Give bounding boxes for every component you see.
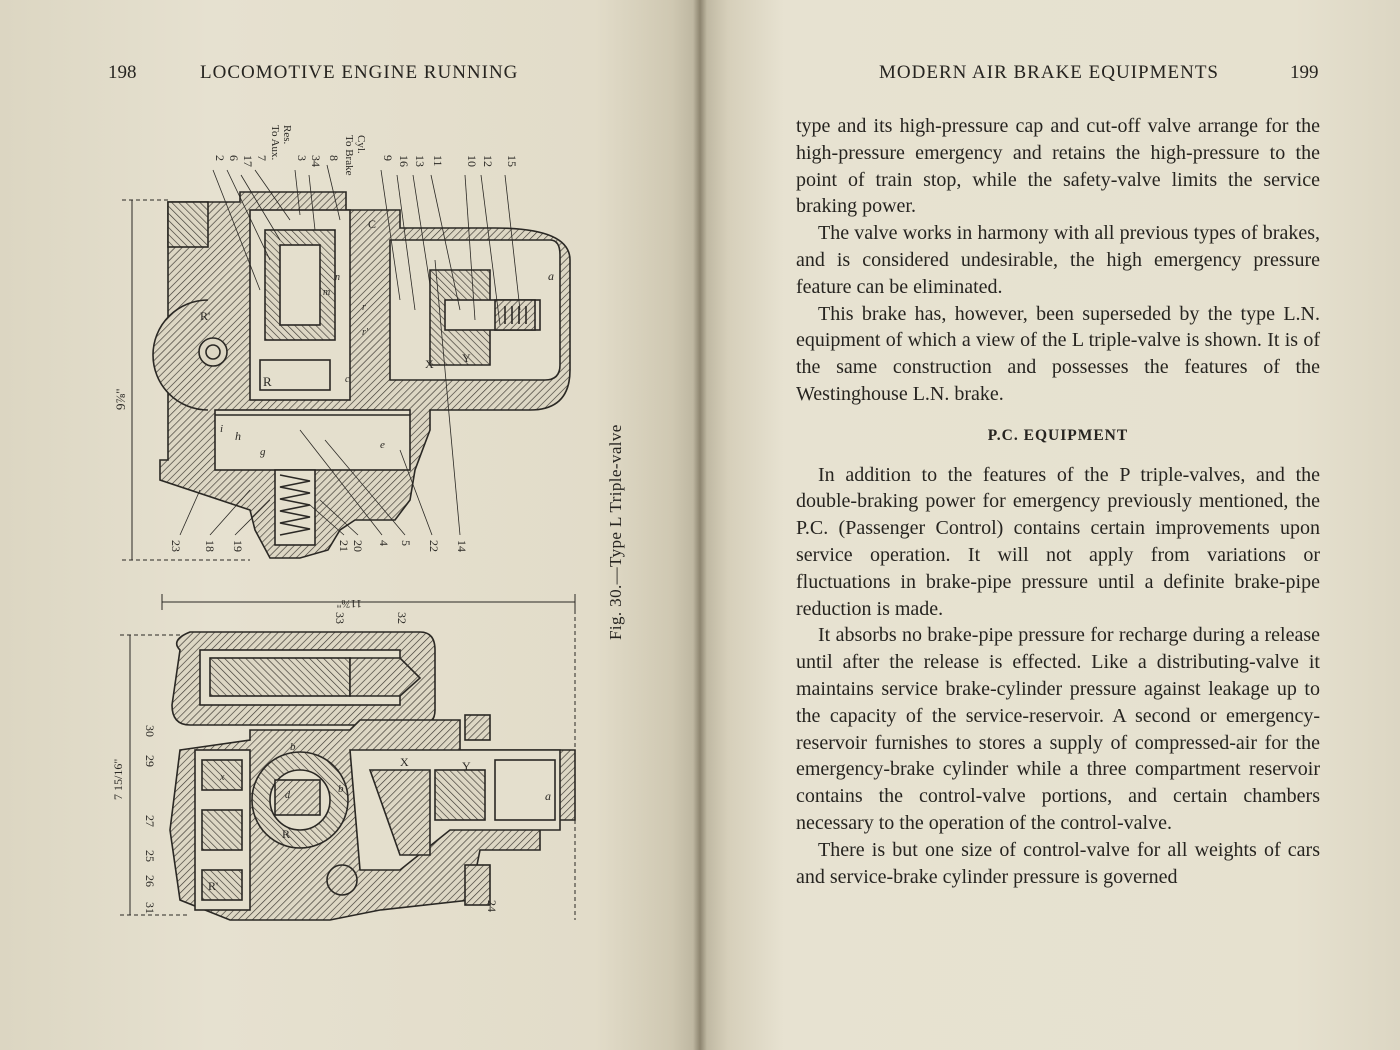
upper-top-labels: 2 6 17 7 To Aux. Res. 3 34 8 To Brake Cy… bbox=[213, 125, 519, 176]
right-page bbox=[700, 0, 1400, 1050]
svg-text:R: R bbox=[282, 827, 290, 841]
svg-text:a: a bbox=[548, 269, 554, 283]
section-heading: P.C. EQUIPMENT bbox=[987, 426, 1129, 444]
dimension-height-upper: 9⅞" bbox=[113, 388, 128, 410]
svg-text:Res.: Res. bbox=[281, 125, 293, 145]
svg-text:c: c bbox=[345, 374, 350, 385]
triple-valve-drawing: R h i g e X Y a C R' m n c r r' bbox=[111, 125, 576, 921]
svg-text:n: n bbox=[335, 272, 340, 283]
right-page-body: type and its high-pressure cap and cut-o… bbox=[796, 113, 1320, 890]
svg-text:30: 30 bbox=[143, 725, 157, 737]
dimension-height-lower: 7 15/16" bbox=[111, 759, 125, 800]
svg-text:3: 3 bbox=[295, 155, 309, 161]
svg-text:9: 9 bbox=[381, 155, 395, 161]
svg-text:2: 2 bbox=[213, 155, 227, 161]
svg-text:To Brake: To Brake bbox=[343, 135, 355, 176]
svg-text:b: b bbox=[338, 783, 344, 795]
svg-text:C: C bbox=[368, 217, 376, 231]
svg-text:i: i bbox=[220, 423, 223, 435]
svg-text:15: 15 bbox=[505, 155, 519, 167]
paragraph: It absorbs no brake-pipe pressure for re… bbox=[796, 624, 1320, 834]
paragraph: The valve works in harmony with all prev… bbox=[796, 222, 1320, 298]
running-head-right: MODERN AIR BRAKE EQUIPMENTS bbox=[879, 62, 1219, 83]
svg-text:R: R bbox=[263, 374, 272, 389]
left-page: 198 LOCOMOTIVE ENGINE RUNNING bbox=[0, 0, 700, 1050]
svg-text:4: 4 bbox=[377, 540, 391, 546]
svg-text:25: 25 bbox=[143, 850, 157, 862]
svg-text:24: 24 bbox=[485, 900, 499, 912]
svg-text:17: 17 bbox=[241, 155, 255, 167]
svg-text:X: X bbox=[400, 755, 409, 769]
svg-text:b: b bbox=[290, 741, 296, 753]
svg-text:6: 6 bbox=[227, 155, 241, 161]
svg-text:R': R' bbox=[208, 879, 218, 893]
svg-text:34: 34 bbox=[309, 155, 323, 167]
page-number-left: 198 bbox=[108, 62, 137, 83]
svg-text:Y: Y bbox=[462, 351, 471, 365]
lower-section: R' x R b b d X Y a bbox=[120, 594, 576, 921]
svg-text:r': r' bbox=[362, 327, 369, 338]
svg-text:26: 26 bbox=[143, 875, 157, 887]
svg-text:Cyl.: Cyl. bbox=[355, 135, 367, 154]
svg-text:31: 31 bbox=[143, 902, 157, 914]
svg-text:18: 18 bbox=[203, 540, 217, 552]
svg-text:11: 11 bbox=[431, 155, 445, 167]
svg-text:r: r bbox=[362, 302, 366, 313]
paragraph: There is but one size of control-valve f… bbox=[796, 838, 1320, 888]
svg-text:8: 8 bbox=[327, 155, 341, 161]
running-head-left: LOCOMOTIVE ENGINE RUNNING bbox=[200, 62, 519, 83]
svg-text:a: a bbox=[545, 789, 551, 803]
svg-text:X: X bbox=[425, 357, 434, 371]
paragraph: This brake has, however, been superseded… bbox=[796, 302, 1320, 405]
svg-text:R': R' bbox=[200, 309, 210, 323]
book-gutter bbox=[693, 0, 707, 1050]
svg-text:d: d bbox=[285, 790, 291, 801]
svg-text:21: 21 bbox=[337, 540, 351, 552]
upper-bottom-labels: 23 18 19 21 20 4 5 22 14 bbox=[169, 540, 469, 552]
svg-text:20: 20 bbox=[351, 540, 365, 552]
upper-section: R h i g e X Y a C R' m n c r r' bbox=[122, 191, 571, 561]
svg-text:To Aux.: To Aux. bbox=[269, 125, 281, 161]
svg-text:g: g bbox=[260, 446, 266, 458]
page-number-right: 199 bbox=[1290, 62, 1319, 83]
svg-text:Y: Y bbox=[462, 759, 471, 773]
svg-text:5: 5 bbox=[399, 540, 413, 546]
paragraph: type and its high-pressure cap and cut-o… bbox=[796, 115, 1320, 218]
dimension-width-lower: 11⅞" bbox=[336, 597, 362, 611]
svg-text:27: 27 bbox=[143, 815, 157, 827]
svg-text:22: 22 bbox=[427, 540, 441, 552]
svg-text:e: e bbox=[380, 439, 385, 451]
svg-text:23: 23 bbox=[169, 540, 183, 552]
svg-text:29: 29 bbox=[143, 755, 157, 767]
svg-text:19: 19 bbox=[231, 540, 245, 552]
svg-text:14: 14 bbox=[455, 540, 469, 552]
lower-labels: 33 32 30 29 27 25 26 31 24 bbox=[143, 612, 499, 914]
svg-text:33: 33 bbox=[333, 612, 347, 624]
svg-text:7: 7 bbox=[255, 155, 269, 161]
svg-text:h: h bbox=[235, 429, 241, 443]
svg-text:x: x bbox=[219, 772, 225, 783]
svg-text:16: 16 bbox=[397, 155, 411, 167]
paragraph: In addition to the features of the P tri… bbox=[796, 463, 1320, 620]
svg-text:m: m bbox=[323, 287, 330, 298]
svg-text:10: 10 bbox=[465, 155, 479, 167]
svg-text:12: 12 bbox=[481, 155, 495, 167]
svg-text:32: 32 bbox=[395, 612, 409, 624]
svg-text:13: 13 bbox=[413, 155, 427, 167]
